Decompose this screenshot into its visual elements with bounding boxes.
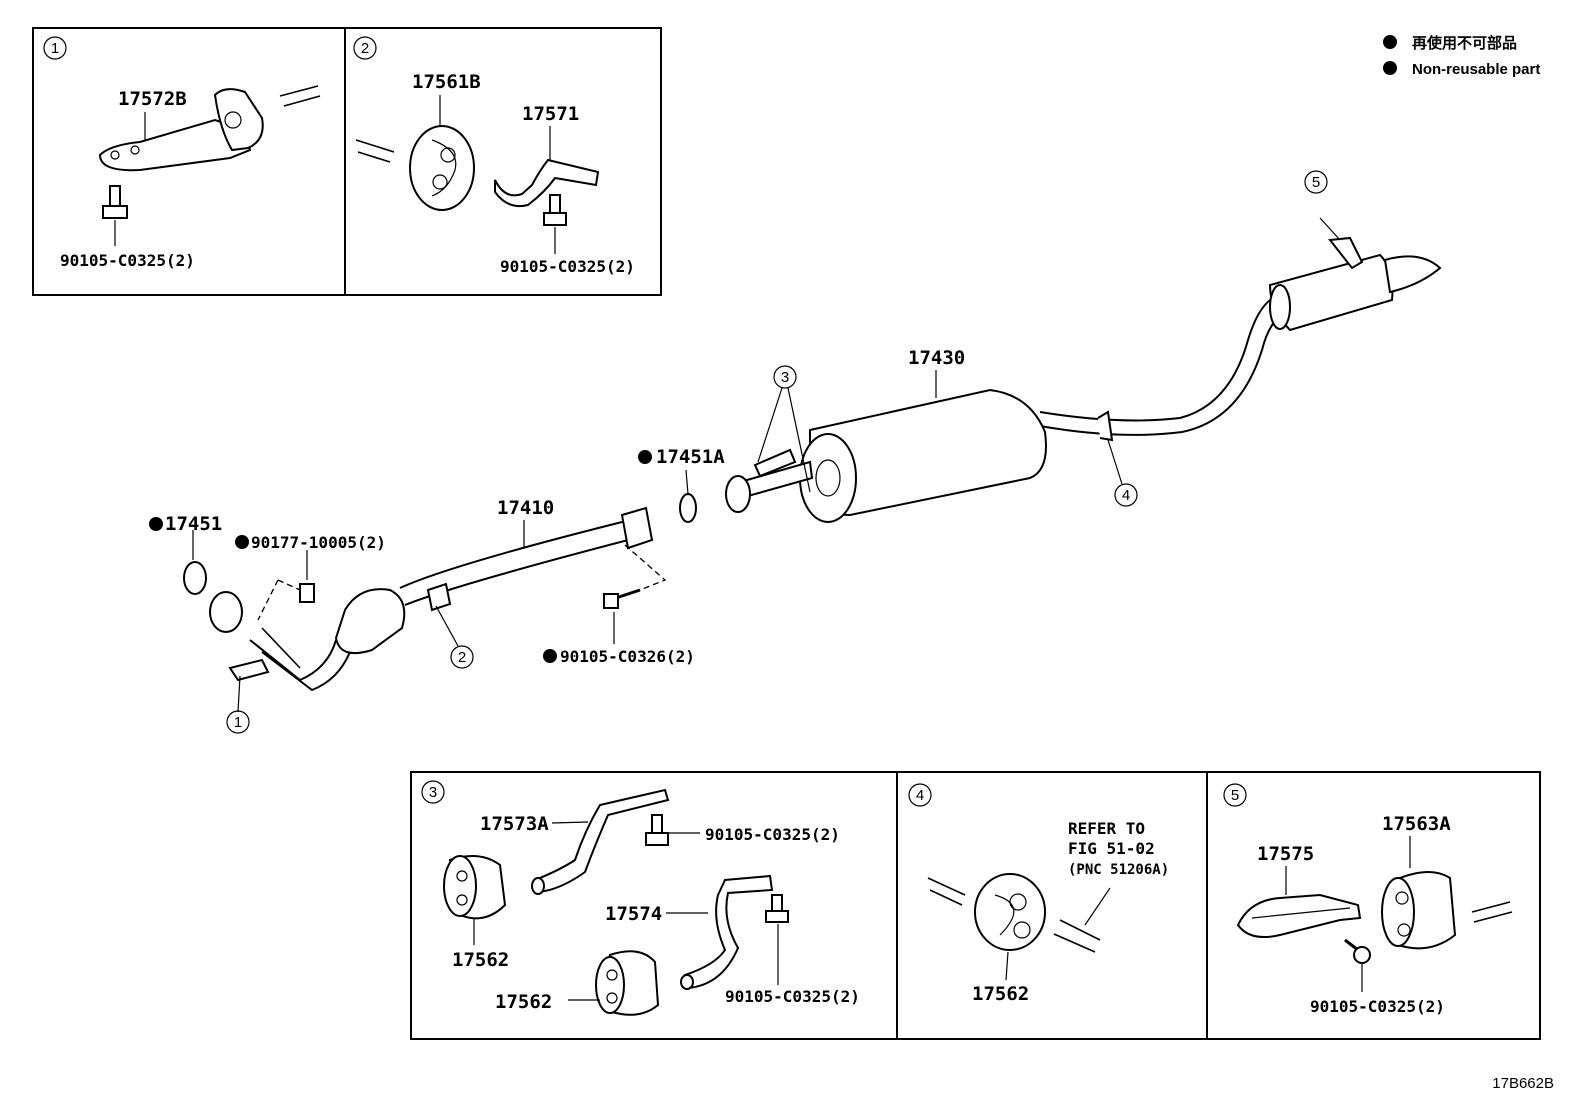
callout-4-inset-label: 4 — [916, 787, 924, 804]
callout-circle-4 — [1114, 483, 1138, 507]
callout-circle-1 — [43, 36, 67, 60]
pipe-stub — [1471, 901, 1513, 923]
part-17451-label: 17451 — [165, 513, 222, 535]
front-pipe-17410 — [209, 506, 654, 692]
part-17563A-label: 17563A — [1382, 813, 1451, 835]
callout-circle-4-inset — [908, 783, 932, 807]
refer-note-line3: (PNC 51206A) — [1068, 862, 1169, 878]
hanger-rod-17575 — [1236, 893, 1362, 938]
rubber-mount-17562 — [974, 873, 1046, 951]
hanger-bracket-17572B — [98, 88, 264, 172]
part-90105-C0326-label: 90105-C0326(2) — [560, 647, 695, 666]
part-17562-label: 17562 — [972, 983, 1029, 1005]
non-reusable-dot-icon — [543, 649, 557, 663]
part-90105-C0325-label: 90105-C0325(2) — [60, 251, 195, 270]
callout-3-label: 3 — [781, 369, 789, 386]
non-reusable-dot-icon — [1383, 35, 1397, 49]
rubber-mount-17562 — [595, 950, 660, 1016]
bolt-icon — [1344, 938, 1371, 964]
non-reusable-dot-icon — [1383, 61, 1397, 75]
figure-id: 17B662B — [1492, 1075, 1554, 1092]
rubber-mount-17561B — [409, 125, 475, 211]
callout-circle-5 — [1304, 170, 1328, 194]
inset-3-4-5: 3 17573A 90105-C0325(2) 17562 17574 — [410, 771, 1541, 1040]
non-reusable-dot-icon — [235, 535, 249, 549]
center-muffler-17430 — [725, 388, 1047, 523]
non-reusable-dot-icon — [149, 517, 163, 531]
bolt-icon — [645, 814, 669, 846]
pipe-stub — [355, 139, 395, 163]
callout-3-inset-label: 3 — [429, 784, 437, 801]
bolt-icon — [102, 185, 128, 219]
inset-1-2: 1 17572B 90105-C0325(2) 2 17561B 1757 — [32, 27, 662, 296]
legend-en-text: Non-reusable part — [1412, 61, 1540, 78]
bolt-icon — [543, 194, 567, 226]
callout-5-inset-label: 5 — [1231, 787, 1239, 804]
non-reusable-dot-icon — [638, 450, 652, 464]
part-17562-label: 17562 — [452, 949, 509, 971]
callout-circle-5-inset — [1223, 783, 1247, 807]
callout-2-main-label: 2 — [458, 649, 466, 666]
pipe-stub — [927, 877, 966, 906]
callout-circle-3 — [773, 365, 797, 389]
part-17561B-label: 17561B — [412, 71, 481, 93]
part-90177-10005-label: 90177-10005(2) — [251, 533, 386, 552]
nut-90177-10005 — [299, 583, 315, 603]
inset-frame — [32, 27, 662, 296]
rubber-mount-17562 — [443, 855, 507, 920]
legend-jp-text: 再使用不可部品 — [1412, 34, 1517, 52]
inset-frame — [410, 771, 1541, 1040]
part-90105-C0325-label: 90105-C0325(2) — [725, 987, 860, 1006]
part-17571-label: 17571 — [522, 103, 579, 125]
gasket-17451 — [183, 561, 207, 595]
hanger-rod-17574 — [680, 874, 774, 990]
callout-circle-1-main — [226, 710, 250, 734]
hanger-rod-17571 — [494, 158, 600, 208]
bolt-90105-C0326 — [603, 588, 641, 609]
callout-4-label: 4 — [1122, 487, 1130, 504]
part-17451A-label: 17451A — [656, 446, 725, 468]
legend: 再使用不可部品 Non-reusable part — [1383, 34, 1540, 78]
part-17410-label: 17410 — [497, 497, 554, 519]
callout-circle-3-inset — [421, 780, 445, 804]
part-17562-label: 17562 — [495, 991, 552, 1013]
part-90105-C0325-label: 90105-C0325(2) — [1310, 997, 1445, 1016]
rear-muffler — [1039, 217, 1442, 442]
part-90105-C0325-label: 90105-C0325(2) — [500, 257, 635, 276]
part-17573A-label: 17573A — [480, 813, 549, 835]
part-17572B-label: 17572B — [118, 88, 187, 110]
gasket-17451A — [679, 493, 697, 523]
rubber-mount-17563A — [1381, 871, 1457, 950]
callout-circle-2-main — [450, 645, 474, 669]
hanger-rod-17573A — [531, 788, 670, 895]
part-17574-label: 17574 — [605, 903, 662, 925]
refer-note-line1: REFER TO — [1068, 819, 1145, 838]
part-17575-label: 17575 — [1257, 843, 1314, 865]
pipe-stub — [1053, 919, 1101, 953]
part-90105-C0325-label: 90105-C0325(2) — [705, 825, 840, 844]
callout-1-label: 1 — [51, 40, 59, 57]
main-assembly: 17430 17451A 17410 17451 — [149, 170, 1442, 734]
callout-2-label: 2 — [361, 40, 369, 57]
callout-5-label: 5 — [1312, 174, 1320, 191]
bolt-icon — [765, 894, 789, 923]
callout-1-main-label: 1 — [234, 714, 242, 731]
pipe-stub — [279, 85, 321, 107]
part-17430-label: 17430 — [908, 347, 965, 369]
refer-note-line2: FIG 51-02 — [1068, 839, 1155, 858]
callout-circle-2 — [353, 36, 377, 60]
